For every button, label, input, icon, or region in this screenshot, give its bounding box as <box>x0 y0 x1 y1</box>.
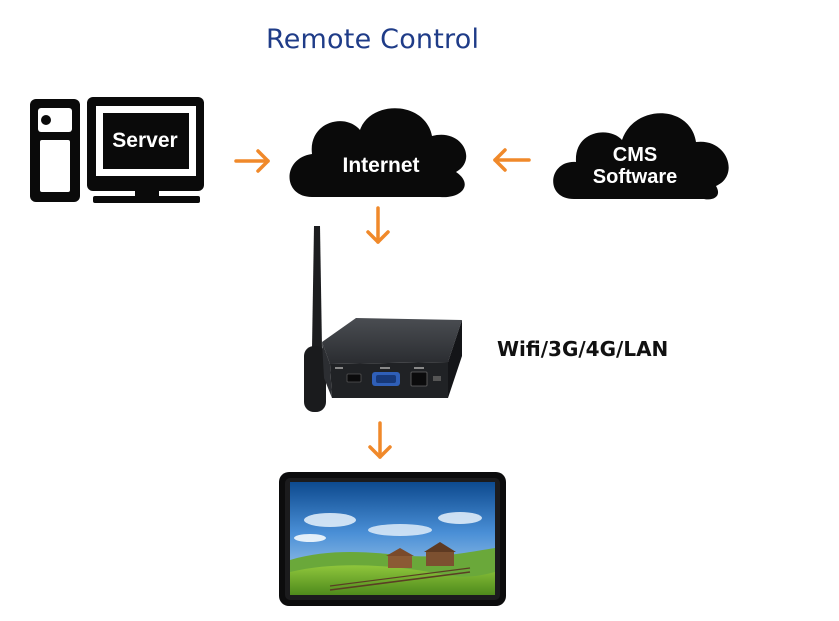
cms-label-line2: Software <box>592 166 678 188</box>
media-player-box-icon <box>304 226 462 412</box>
internet-label: Internet <box>342 154 420 177</box>
internet-cloud-icon <box>289 108 467 198</box>
cms-cloud-icon <box>553 113 729 200</box>
display-screen-icon <box>279 472 506 606</box>
diagram-title: Remote Control <box>266 24 480 55</box>
arrow-player-to-display <box>368 421 392 459</box>
arrow-internet-to-player <box>366 206 390 244</box>
arrow-server-to-internet <box>234 149 270 173</box>
connection-types-label: Wifi/3G/4G/LAN <box>497 337 669 361</box>
cms-label-line1: CMS <box>612 144 658 166</box>
arrow-cms-to-internet <box>493 148 531 172</box>
server-label: Server <box>112 129 178 152</box>
cms-software-label: CMS Software <box>575 144 695 188</box>
computer-icon <box>30 97 204 203</box>
